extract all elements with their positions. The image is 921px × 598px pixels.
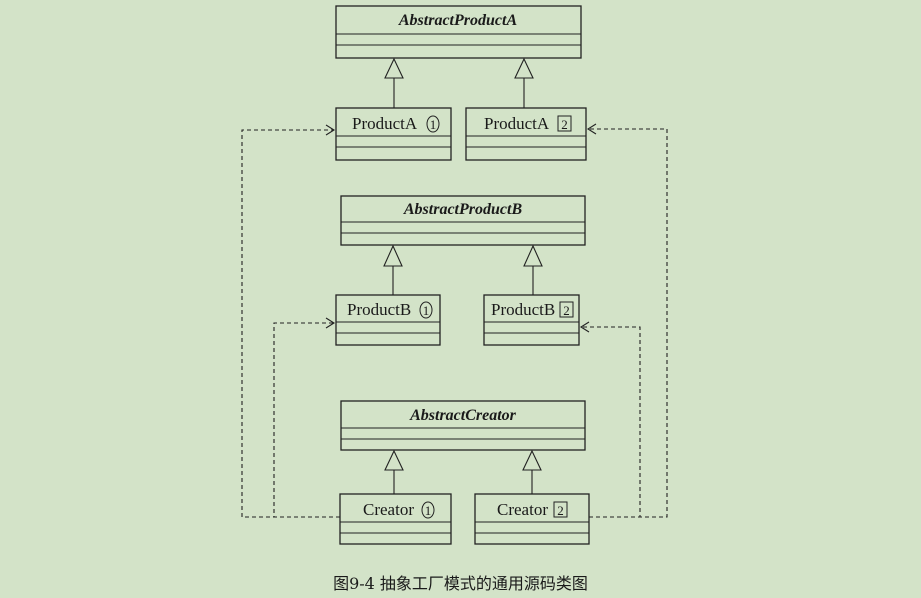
dependency-creator-1-to-product-a1	[241, 124, 340, 518]
class-product-b2: ProductB 2	[483, 294, 580, 346]
inheritance-product-b2	[523, 244, 543, 295]
inheritance-arrow-icon	[522, 449, 542, 471]
creator-2-name: Creator	[497, 500, 548, 519]
inheritance-creator-2	[522, 449, 542, 494]
circle-marker-icon	[421, 501, 435, 519]
class-creator-1: Creator 1	[339, 493, 452, 545]
inheritance-arrow-icon	[384, 449, 404, 471]
inheritance-arrow-icon	[523, 244, 543, 267]
circle-marker-icon	[426, 115, 440, 133]
square-marker-icon	[559, 301, 574, 318]
dependency-creator-2-to-product-b2	[579, 321, 641, 518]
square-marker-icon	[553, 501, 568, 518]
dependency-creator-2-to-product-a2	[586, 123, 668, 518]
diagram-canvas: AbstractProductA ProductA 1 ProductA 2	[241, 5, 668, 545]
product-a1-name: ProductA	[352, 114, 418, 133]
dependency-arrow-icon	[325, 317, 336, 329]
inheritance-arrow-icon	[383, 244, 403, 267]
abstract-creator-name: AbstractCreator	[409, 407, 517, 424]
inheritance-product-b1	[383, 244, 403, 295]
class-abstract-creator: AbstractCreator	[340, 400, 586, 451]
inheritance-product-a2	[514, 57, 534, 108]
square-marker-icon	[557, 115, 572, 132]
creator-1-marker: 1	[425, 503, 432, 518]
class-creator-2: Creator 2	[474, 493, 590, 545]
product-b2-name: ProductB	[491, 300, 555, 319]
class-product-a1: ProductA 1	[335, 107, 452, 161]
abstract-product-a-name: AbstractProductA	[398, 12, 518, 29]
inheritance-product-a1	[384, 57, 404, 108]
product-a2-marker: 2	[561, 117, 568, 132]
class-abstract-product-b: AbstractProductB	[340, 195, 586, 246]
abstract-product-b-name: AbstractProductB	[403, 201, 523, 218]
creator-2-marker: 2	[557, 503, 564, 518]
inheritance-creator-1	[384, 449, 404, 494]
dependency-arrow-icon	[586, 123, 597, 135]
product-a2-name: ProductA	[484, 114, 550, 133]
creator-1-name: Creator	[363, 500, 414, 519]
circle-marker-icon	[419, 301, 433, 319]
dependency-creator-1-to-product-b1	[273, 317, 340, 518]
figure-caption: 图9-4 抽象工厂模式的通用源码类图	[333, 574, 588, 593]
product-a1-marker: 1	[430, 117, 437, 132]
product-b1-name: ProductB	[347, 300, 411, 319]
class-product-a2: ProductA 2	[465, 107, 587, 161]
class-product-b1: ProductB 1	[335, 294, 441, 346]
dependency-arrow-icon	[579, 321, 590, 333]
product-b1-marker: 1	[423, 303, 430, 318]
class-abstract-product-a: AbstractProductA	[335, 5, 582, 59]
dependency-arrow-icon	[325, 124, 336, 136]
inheritance-arrow-icon	[514, 57, 534, 79]
inheritance-arrow-icon	[384, 57, 404, 79]
product-b2-marker: 2	[563, 303, 570, 318]
